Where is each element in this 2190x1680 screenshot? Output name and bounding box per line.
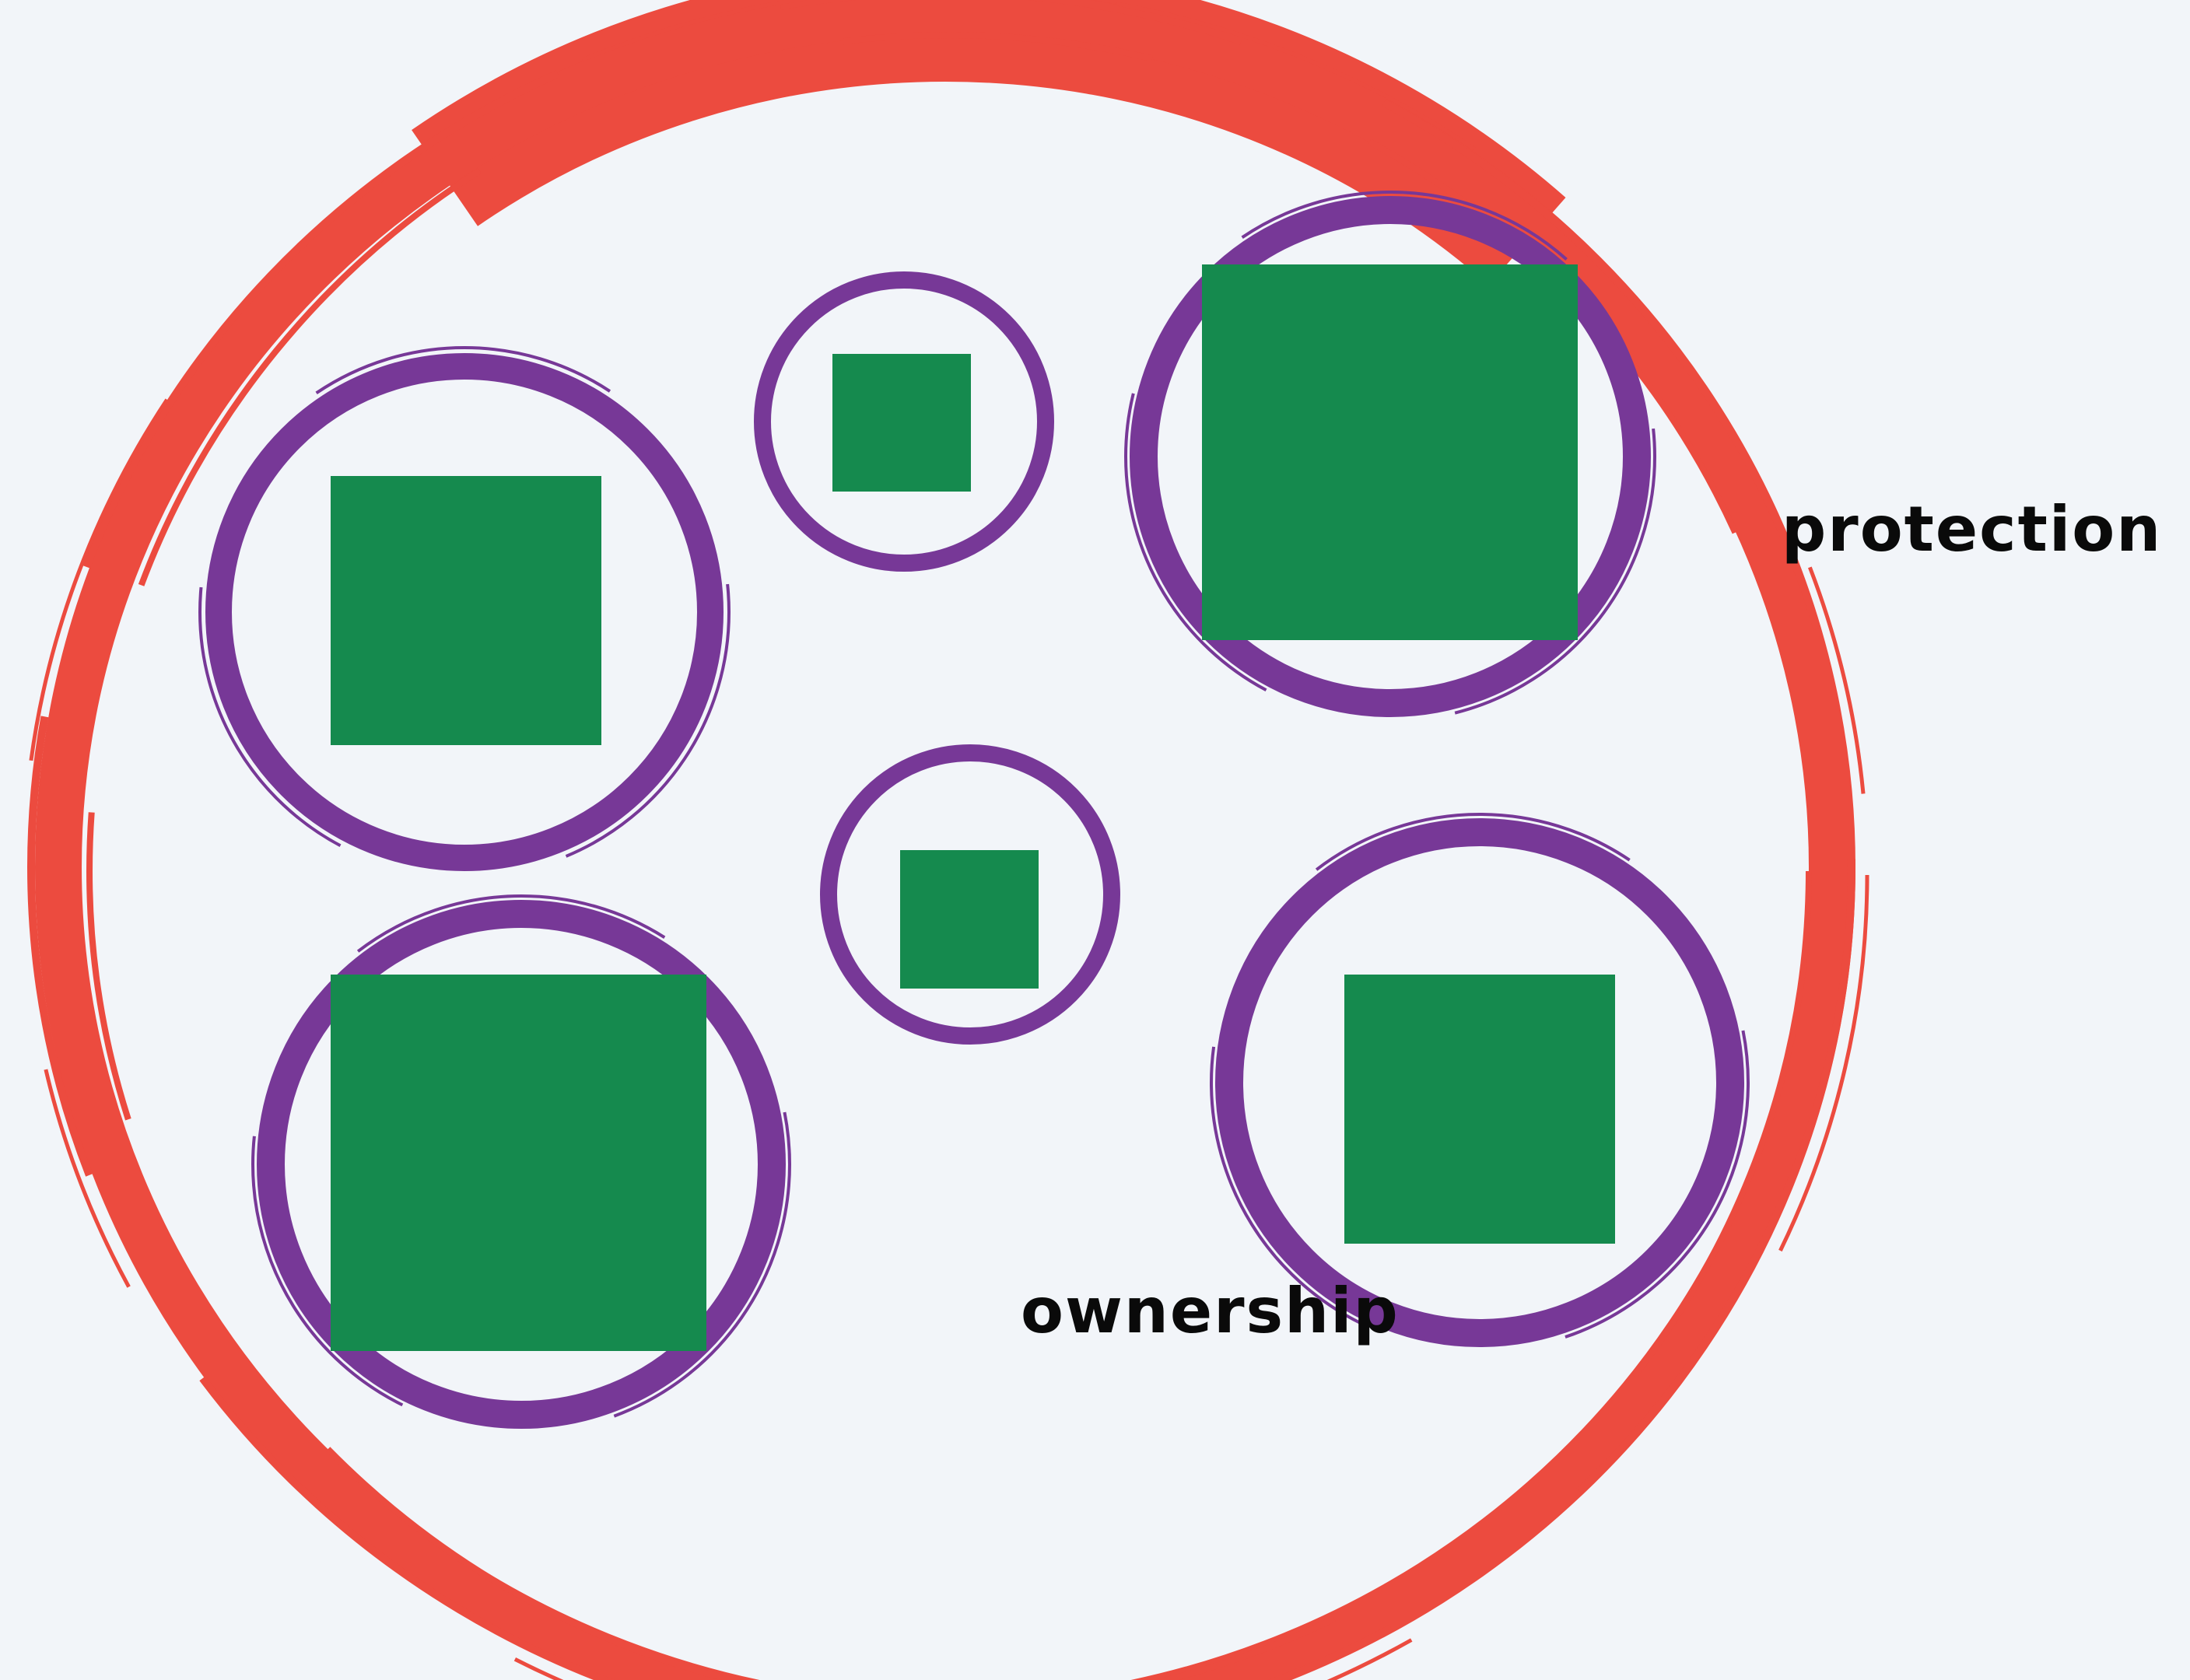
label-ownership: ownership (1021, 1275, 1400, 1347)
square-top-left (331, 476, 601, 745)
ring-middle-center (820, 744, 1120, 1045)
purple-rings (198, 191, 1750, 1434)
square-bottom-left (331, 975, 706, 1351)
square-bottom-right (1344, 975, 1615, 1244)
square-top-right (1202, 264, 1578, 640)
label-protection: protection (1782, 493, 2162, 565)
ring-bottom-left (257, 900, 786, 1429)
square-top-center (832, 354, 971, 492)
outer-ring (19, 0, 1871, 1680)
ring-top-right (1130, 196, 1651, 717)
ring-bottom-right (1215, 818, 1744, 1347)
green-squares (331, 264, 1615, 1351)
ring-top-center (754, 271, 1054, 572)
ring-top-left (205, 353, 724, 871)
square-middle-center (900, 850, 1039, 989)
